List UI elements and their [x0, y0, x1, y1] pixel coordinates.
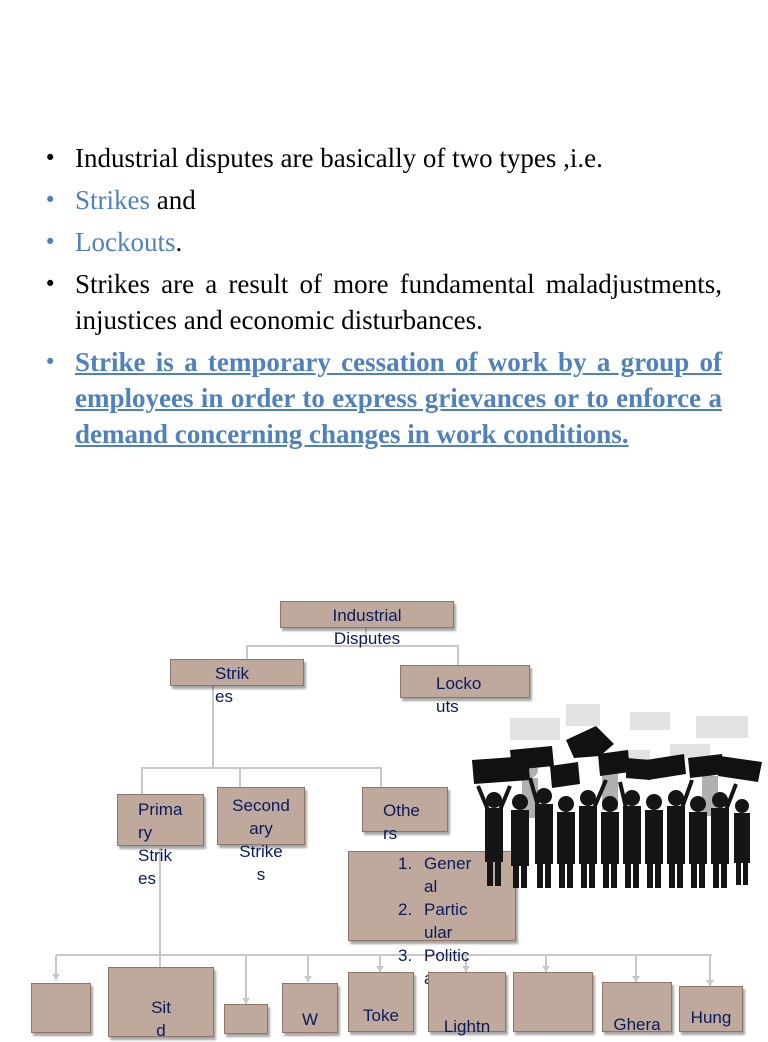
item-number: 1.	[398, 854, 413, 873]
highlight-word: Strikes	[75, 185, 151, 215]
lockouts-box: Locko uts	[400, 665, 530, 716]
bottom-box-3	[224, 1004, 268, 1034]
bottom-box-6: Lightn	[428, 972, 506, 1036]
item-number: 3.	[398, 946, 413, 965]
box-label: Sit d	[151, 998, 171, 1040]
item-text: Gener al	[424, 854, 472, 896]
strike-definition: Strike is a temporary cessation of work …	[75, 347, 722, 449]
bottom-box-7	[513, 972, 593, 1032]
bullet-item: • Strike is a temporary cessation of wor…	[44, 344, 722, 452]
others-types-list: 1.Gener al 2.Partic ular 3.Politic al	[398, 852, 471, 990]
bullet-dot: •	[44, 350, 57, 374]
others-type-item: 1. Gener al	[398, 852, 471, 898]
bottom-box-9: Hung	[679, 986, 743, 1032]
bullet-text: .	[175, 227, 183, 257]
bullet-text: Industrial disputes are basically of two…	[75, 143, 603, 173]
bullet-item: • Lockouts.	[44, 224, 722, 260]
bottom-box-2: Sit d	[108, 967, 214, 1040]
primary-strikes-box: Prima ry Strik es	[117, 794, 204, 888]
item-text: Partic ular	[424, 900, 468, 942]
box-label: Toke	[363, 1006, 399, 1025]
box-label: Industrial Disputes	[332, 606, 402, 648]
protest-crowd-icon	[472, 704, 762, 888]
box-label: Hung	[690, 1008, 732, 1027]
bottom-box-1	[31, 983, 91, 1033]
strikes-box: Strik es	[170, 659, 304, 706]
bullet-dot: •	[44, 272, 57, 296]
box-label: Ghera	[613, 1015, 661, 1034]
box-label: Lightn	[443, 1017, 491, 1036]
box-label: W	[301, 1010, 319, 1029]
industrial-disputes-box: Industrial Disputes	[280, 601, 454, 648]
others-type-item: 2. Partic ular	[398, 898, 471, 944]
box-label: Strik es	[215, 664, 249, 706]
bottom-box-4: W	[282, 983, 338, 1033]
item-number: 2.	[398, 900, 413, 919]
bullet-dot: •	[44, 146, 57, 170]
bullet-item: • Strikes are a result of more fundament…	[44, 266, 722, 338]
box-label: Prima ry Strik es	[138, 800, 183, 888]
box-label: Second ary Strike s	[232, 796, 290, 884]
bullet-list: • Industrial disputes are basically of t…	[44, 140, 722, 458]
bottom-box-5: Toke	[348, 972, 414, 1032]
bullet-item: • Industrial disputes are basically of t…	[44, 140, 722, 176]
box-label: Locko uts	[436, 674, 482, 716]
bottom-box-8: Ghera	[602, 982, 672, 1034]
bullet-text: Strikes are a result of more fundamental…	[75, 269, 722, 335]
bullet-dot: •	[44, 188, 57, 212]
bullet-dot: •	[44, 230, 57, 254]
bullet-text: and	[150, 185, 196, 215]
secondary-strikes-box: Second ary Strike s	[217, 787, 305, 884]
highlight-word: Lockouts	[75, 227, 176, 257]
others-box: Othe rs	[362, 787, 448, 843]
box-label: Othe rs	[383, 801, 420, 843]
bullet-item: • Strikes and	[44, 182, 722, 218]
